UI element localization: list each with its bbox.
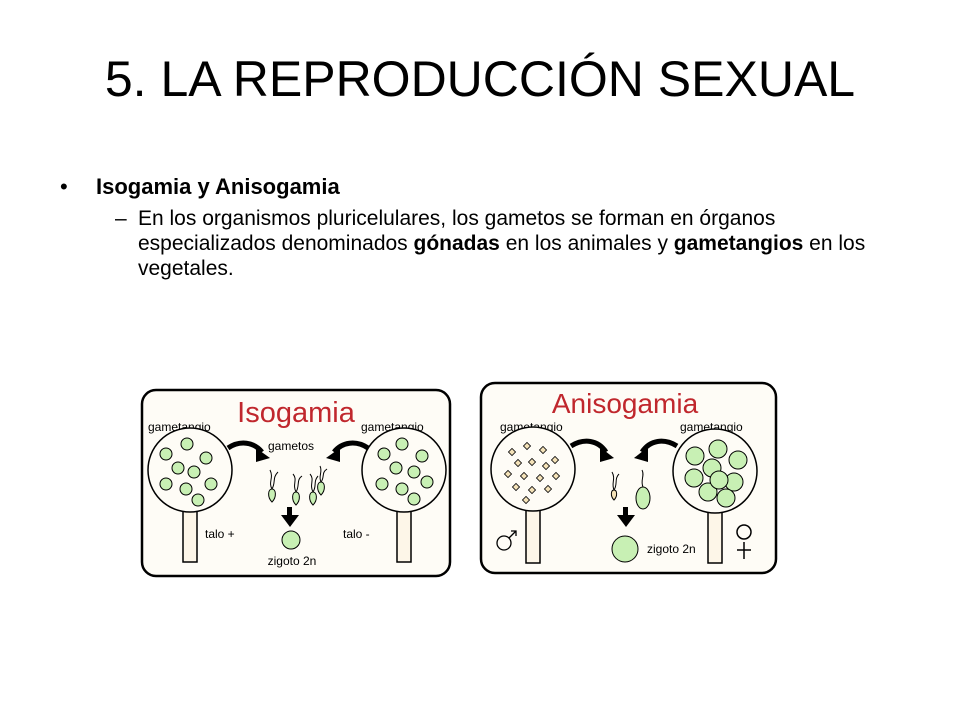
aniso-large-cells xyxy=(684,439,748,508)
slide-title: 5. LA REPRODUCCIÓN SEXUAL xyxy=(104,51,856,107)
bullet-dot: • xyxy=(60,174,68,199)
aniso-down-arrowhead xyxy=(617,515,635,527)
sub-text-part: En los organismos pluricelulares, los ga… xyxy=(138,207,776,255)
term-gonadas: gónadas xyxy=(413,232,500,255)
aniso-zygote-label: zigoto 2n xyxy=(647,542,696,556)
aniso-sperm-flagella xyxy=(611,471,620,491)
sub-text-part: en los animales y xyxy=(499,232,674,255)
aniso-left-arrowhead xyxy=(600,447,614,462)
iso-right-cells xyxy=(375,437,434,506)
aniso-down-arrow-shaft xyxy=(623,507,628,516)
female-symbol-icon xyxy=(736,524,752,559)
iso-left-arrow xyxy=(226,440,264,454)
iso-right-arrowhead xyxy=(326,448,340,462)
bullet-item: • Isogamia y Anisogamia xyxy=(60,174,340,200)
male-symbol-icon xyxy=(496,530,517,551)
iso-zygote xyxy=(281,530,301,550)
isogamia-panel: Isogamia gametangio gametangio gametos xyxy=(140,388,452,578)
aniso-small-gametes xyxy=(503,441,561,505)
iso-flagella xyxy=(269,465,328,493)
aniso-egg-flagellum xyxy=(641,469,644,488)
isogamia-frame xyxy=(140,388,452,578)
aniso-left-arrow xyxy=(569,438,609,454)
iso-thallus-plus: talo + xyxy=(205,527,235,541)
aniso-egg-gamete xyxy=(635,486,651,510)
iso-right-arrow xyxy=(332,440,370,454)
sub-bullet-dash: – xyxy=(115,207,127,230)
term-gametangios: gametangios xyxy=(673,232,804,255)
aniso-left-stalk xyxy=(525,504,541,564)
bullet-text: Isogamia y Anisogamia xyxy=(96,174,340,199)
iso-down-arrow-shaft xyxy=(287,507,292,516)
iso-left-cells xyxy=(159,437,218,507)
sub-text-part: en los vegetales. xyxy=(138,232,866,280)
iso-gametes-label: gametos xyxy=(268,439,314,453)
anisogamia-panel: Anisogamia gametangio gametangio xyxy=(479,381,778,575)
aniso-left-gametangio xyxy=(490,426,576,512)
sub-bullet-text: En los organismos pluricelulares, los ga… xyxy=(138,206,908,281)
aniso-right-arrow xyxy=(639,438,679,454)
iso-left-arrowhead xyxy=(256,448,270,462)
iso-zygote-label: zigoto 2n xyxy=(268,554,317,568)
iso-down-arrowhead xyxy=(281,515,299,527)
aniso-right-arrowhead xyxy=(634,447,648,462)
aniso-sperm-gamete xyxy=(610,489,618,501)
isogamia-title: Isogamia xyxy=(237,397,356,429)
anisogamia-title: Anisogamia xyxy=(552,388,699,419)
iso-thallus-minus: talo - xyxy=(343,527,370,541)
aniso-zygote xyxy=(611,535,639,563)
